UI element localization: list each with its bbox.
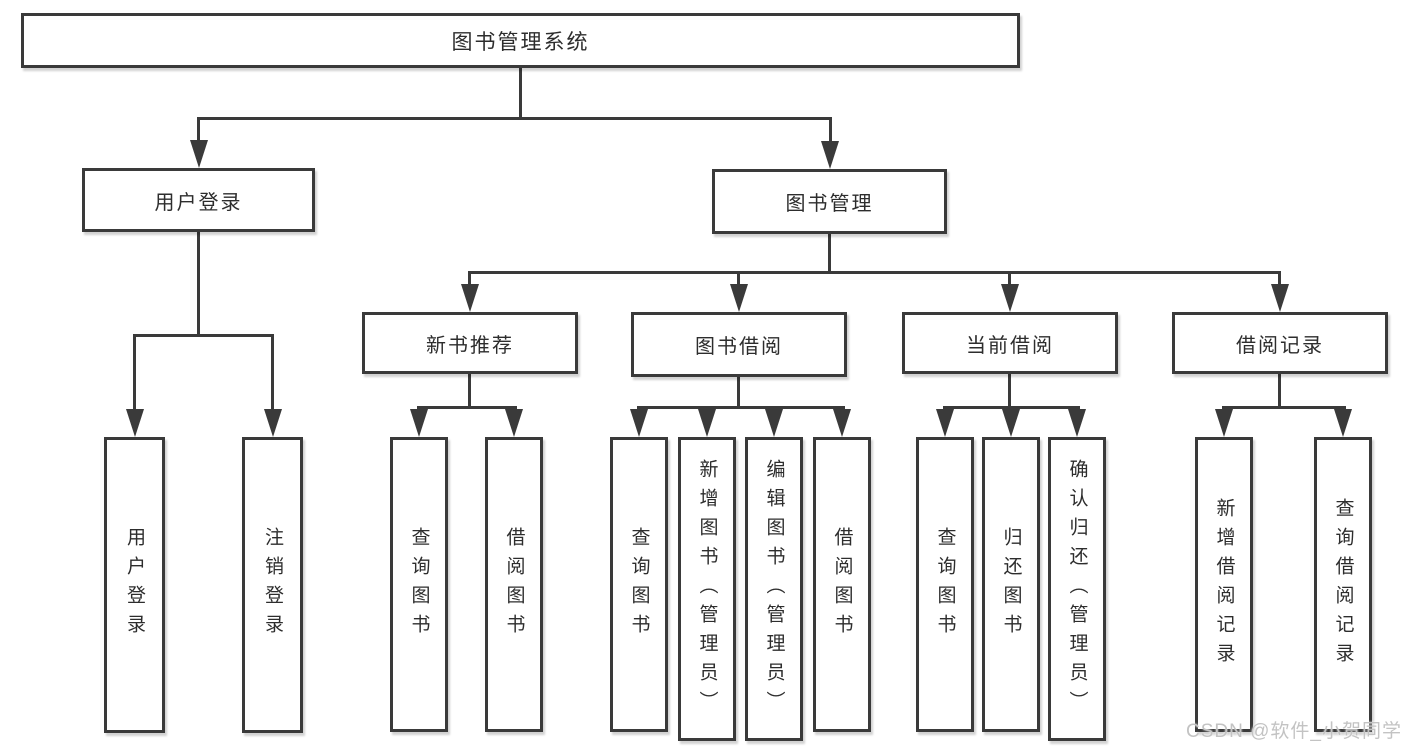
connector-line <box>1278 271 1281 286</box>
arrow-down-icon <box>461 284 479 312</box>
connector-line <box>197 230 200 336</box>
connector-line <box>1008 271 1011 286</box>
node-current-borrow: 当前借阅 <box>902 312 1118 374</box>
connector-line <box>1008 373 1011 409</box>
node-label: 用户登录 <box>124 527 145 643</box>
connector-line <box>417 406 517 409</box>
arrow-down-icon <box>1068 409 1086 437</box>
node-label: 查询图书 <box>628 526 650 643</box>
arrow-down-icon <box>1215 409 1233 437</box>
arrow-down-icon <box>821 141 839 169</box>
arrow-down-icon <box>505 409 523 437</box>
node-label: 查询图书 <box>934 526 956 643</box>
connector-line <box>468 373 471 409</box>
node-library-system: 图书管理系统 <box>21 13 1020 68</box>
arrow-down-icon <box>833 409 851 437</box>
arrow-down-icon <box>698 409 716 437</box>
node-leaf-add-borrow-record: 新增借阅记录 <box>1195 437 1253 732</box>
node-leaf-query-books-borrow: 查询图书 <box>610 437 668 732</box>
connector-line <box>519 68 522 118</box>
node-label: 确认归还（管理员） <box>1066 458 1088 720</box>
connector-line <box>1222 406 1346 409</box>
node-leaf-query-books-recommend: 查询图书 <box>390 437 448 732</box>
arrow-down-icon <box>630 409 648 437</box>
node-label: 新增图书（管理员） <box>696 458 718 720</box>
node-leaf-query-borrow-record: 查询借阅记录 <box>1314 437 1372 732</box>
arrow-down-icon <box>730 284 748 312</box>
node-label: 图书借阅 <box>695 336 783 358</box>
node-leaf-logout: 注销登录 <box>242 437 303 733</box>
connector-line <box>271 334 274 410</box>
connector-line <box>737 376 740 409</box>
arrow-down-icon <box>1271 284 1289 312</box>
node-label: 编辑图书（管理员） <box>763 458 785 720</box>
arrow-down-icon <box>1002 409 1020 437</box>
node-new-book-recommend: 新书推荐 <box>362 312 578 374</box>
connector-line <box>637 406 845 409</box>
connector-line <box>1278 373 1281 409</box>
arrow-down-icon <box>1001 284 1019 312</box>
arrow-down-icon <box>126 409 144 437</box>
node-leaf-borrow-book-recommend: 借阅图书 <box>485 437 543 732</box>
connector-line <box>943 406 1080 409</box>
node-label: 新增借阅记录 <box>1213 497 1235 672</box>
node-book-management: 图书管理 <box>712 169 947 234</box>
node-leaf-return-book: 归还图书 <box>982 437 1040 732</box>
node-label: 借阅记录 <box>1236 334 1324 357</box>
arrow-down-icon <box>410 409 428 437</box>
node-label: 归还图书 <box>1000 526 1022 643</box>
node-leaf-query-books-current: 查询图书 <box>916 437 974 732</box>
node-label: 用户登录 <box>154 191 243 214</box>
node-leaf-borrow-book: 借阅图书 <box>813 437 871 732</box>
node-user-login: 用户登录 <box>82 168 315 232</box>
connector-line <box>133 334 136 410</box>
node-label: 当前借阅 <box>966 334 1054 357</box>
node-label: 查询图书 <box>408 526 430 643</box>
connector-line <box>829 117 832 143</box>
node-label: 新书推荐 <box>426 334 514 357</box>
arrow-down-icon <box>190 140 208 168</box>
node-label: 查询借阅记录 <box>1332 497 1354 672</box>
arrow-down-icon <box>936 409 954 437</box>
node-label: 借阅图书 <box>503 526 525 643</box>
connector-line <box>197 117 832 120</box>
node-label: 注销登录 <box>262 527 283 643</box>
node-label: 图书管理系统 <box>451 30 590 54</box>
connector-line <box>737 271 740 286</box>
node-leaf-confirm-return-admin: 确认归还（管理员） <box>1048 437 1106 741</box>
arrow-down-icon <box>264 409 282 437</box>
node-book-borrow: 图书借阅 <box>631 312 847 377</box>
node-leaf-user-login: 用户登录 <box>104 437 165 733</box>
node-leaf-edit-book-admin: 编辑图书（管理员） <box>745 437 803 741</box>
connector-line <box>468 271 471 286</box>
connector-line <box>197 117 200 143</box>
arrow-down-icon <box>765 409 783 437</box>
connector-line <box>133 334 274 337</box>
connector-line <box>468 271 1281 274</box>
connector-line <box>828 232 831 273</box>
csdn-watermark: CSDN @软件_小贺同学 <box>1186 721 1402 742</box>
node-leaf-add-book-admin: 新增图书（管理员） <box>678 437 736 741</box>
node-label: 图书管理 <box>785 193 874 215</box>
arrow-down-icon <box>1334 409 1352 437</box>
node-label: 借阅图书 <box>831 526 853 643</box>
node-borrow-records: 借阅记录 <box>1172 312 1388 374</box>
